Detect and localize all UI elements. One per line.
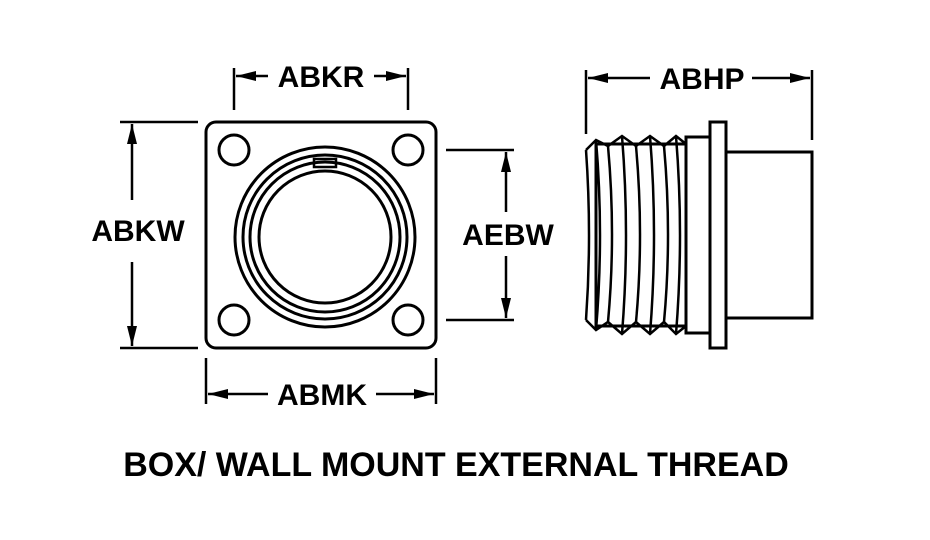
coupling-ring-inner (248, 160, 402, 314)
dim-label-abmk: ABMK (277, 379, 367, 412)
side-flange-washer (684, 135, 712, 335)
rear-barrel (726, 150, 814, 320)
dim-abkw (120, 120, 198, 350)
thread-lip (584, 149, 591, 321)
front-view (204, 120, 438, 350)
receptacle-bore (257, 169, 393, 305)
mounting-flange (204, 120, 438, 350)
dim-abhp (584, 70, 814, 140)
drawing-caption: BOX/ WALL MOUNT EXTERNAL THREAD (123, 446, 789, 484)
dim-label-abhp: ABHP (659, 63, 744, 96)
dim-label-abkw: ABKW (91, 215, 185, 248)
coupling-ring-outer (233, 145, 417, 329)
dim-abmk (204, 358, 438, 404)
dim-aebw (446, 148, 514, 322)
side-flange-plate (708, 120, 728, 350)
coupling-ring-middle (241, 153, 409, 321)
mounting-hole-top-left (217, 133, 251, 167)
side-view (584, 120, 814, 350)
dim-label-aebw: AEBW (462, 219, 554, 252)
dim-abkr (232, 68, 410, 110)
mounting-hole-bottom-left (217, 303, 251, 337)
mounting-hole-top-right (391, 133, 425, 167)
thread-flanks (594, 135, 682, 335)
dim-label-abkr: ABKR (278, 61, 365, 94)
mounting-hole-bottom-right (391, 303, 425, 337)
polarizing-key (312, 157, 338, 169)
